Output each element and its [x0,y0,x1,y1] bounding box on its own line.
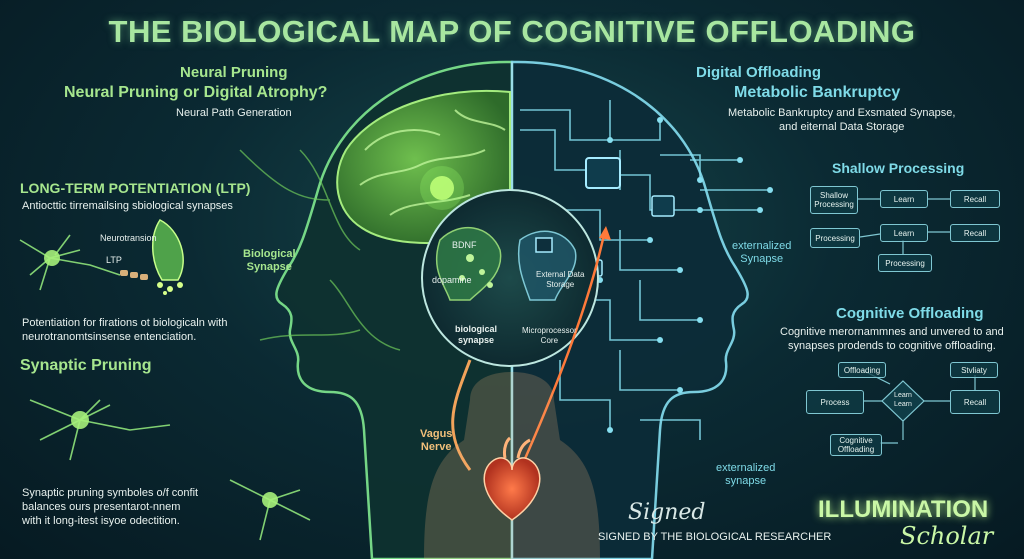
ltp-description: Antiocttic tirremailsing sbiological syn… [22,200,233,212]
flow-offloading-box: Offloading [838,362,886,378]
synaptic-pruning-heading: Synaptic Pruning [20,357,152,374]
neurotransion-label: Neurotransion [100,233,157,243]
neural-pruning-heading: Neural Pruning [180,64,288,81]
signature: Signed [628,500,706,525]
right-head-silhouette [510,60,749,559]
branch-lines [239,149,401,351]
heart-icon [483,457,541,521]
metabolic-description: Metabolic Bankruptcy and Exsmated Synaps… [728,107,956,133]
ltp-label: LTP [106,255,122,265]
vagus-nerve [451,359,472,471]
shallow-processing-heading: Shallow Processing [832,160,965,176]
chip-icon [585,157,621,189]
flow-learn-learn: Learn Learn [894,392,912,408]
dopamine-label: dopamine [432,275,472,285]
glow-node [430,176,454,200]
flow-stvliaty-box: Stvliaty [950,362,998,378]
microprocessor-icon [535,237,553,253]
flow-learn-box-2: Learn [880,224,928,242]
digital-offloading-heading: Digital Offloading [696,64,821,81]
digital-path [518,229,607,471]
cognitive-description: Cognitive merornammnes and unvered to an… [780,326,1004,352]
ltp-heading: LONG-TERM POTENTIATION (LTP) [20,180,251,196]
brand-script: Scholar [900,522,994,550]
flow-processing-box: Processing [810,228,860,248]
neural-path-text: Neural Path Generation [176,107,292,119]
decision-diamond [881,380,925,422]
flow-processing-box-2: Processing [878,254,932,272]
potentiation-text: Potentiation for firations ot biological… [22,317,228,343]
flow-process-box: Process [806,390,864,414]
metabolic-heading: Metabolic Bankruptcy [734,84,901,101]
chip-icon-2 [651,195,675,217]
page-title: THE BIOLOGICAL MAP OF COGNITIVE OFFLOADI… [108,14,916,49]
brand-logo: ILLUMINATION [818,496,989,523]
bdnf-label: BDNF [452,240,477,250]
flow-shallow-box: Shallow Processing [810,186,858,214]
signed-by-text: SIGNED BY THE BIOLOGICAL RESEARCHER [598,531,832,543]
flow-learn-box: Learn [880,190,928,208]
flow-cognitive-box: Cognitive Offloading [830,434,882,456]
neural-question: Neural Pruning or Digital Atrophy? [64,84,328,101]
flow-recall-box-3: Recall [950,390,1000,414]
flow-recall-box-2: Recall [950,224,1000,242]
cognitive-offloading-heading: Cognitive Offloading [836,305,984,322]
synapse-terminal [152,219,184,281]
flow-recall-box: Recall [950,190,1000,208]
